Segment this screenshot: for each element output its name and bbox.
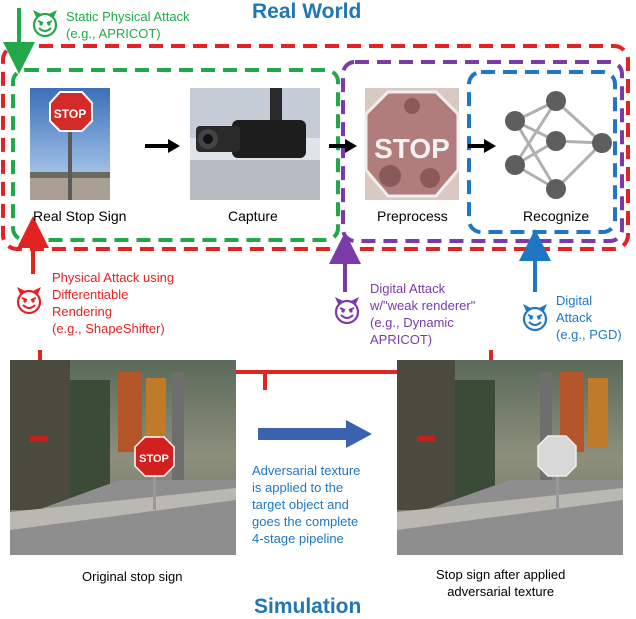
simulation-adversarial-image xyxy=(397,360,623,555)
simulation-arrow-text-line: 4-stage pipeline xyxy=(252,531,344,546)
devil-icon-purple xyxy=(334,297,360,325)
stage-label-recognize: Recognize xyxy=(523,208,590,224)
stage-label-real-stop-sign: Real Stop Sign xyxy=(33,208,127,224)
physical-attack-differentiable-label: Physical Attack using Differentiable Ren… xyxy=(52,270,175,336)
simulation-arrow-text: Adversarial texture is applied to the targ… xyxy=(252,462,402,547)
devil-icon-green xyxy=(32,10,58,38)
digital-attack-label: Digital Attack (e.g., PGD) xyxy=(556,293,622,342)
caption-adversarial-stop-sign: Stop sign after applied adversarial text… xyxy=(436,567,566,599)
stop-text-real: STOP xyxy=(54,107,86,121)
devil-icon-blue xyxy=(522,304,548,332)
simulation-arrow-text-line: target object and xyxy=(252,497,349,512)
devil-icon-red xyxy=(16,287,42,315)
simulation-original-image xyxy=(10,360,236,555)
real-stop-sign-image xyxy=(30,88,110,200)
preprocess-stop-sign-image xyxy=(364,88,460,200)
stage-label-preprocess: Preprocess xyxy=(377,208,448,224)
simulation-arrow-text-line: goes the complete xyxy=(252,514,359,529)
simulation-arrow-text-line: Adversarial texture xyxy=(252,463,361,478)
red-dashed-box xyxy=(1,44,630,251)
simulation-title: Simulation xyxy=(254,595,362,618)
real-world-title: Real World xyxy=(252,0,362,23)
static-physical-attack-label: Static Physical Attack (e.g., APRICOT) xyxy=(66,9,190,41)
stop-text-preprocess: STOP xyxy=(374,133,450,164)
stage-label-capture: Capture xyxy=(228,208,278,224)
camera-capture-image xyxy=(190,88,320,200)
digital-attack-weak-renderer-label: Digital Attack w/"weak renderer" (e.g., … xyxy=(370,281,476,347)
stop-text-sim: STOP xyxy=(139,453,169,465)
caption-original-stop-sign: Original stop sign xyxy=(82,569,183,584)
simulation-arrow-text-line: is applied to the xyxy=(252,480,344,495)
purple-dashed-box xyxy=(341,60,624,243)
